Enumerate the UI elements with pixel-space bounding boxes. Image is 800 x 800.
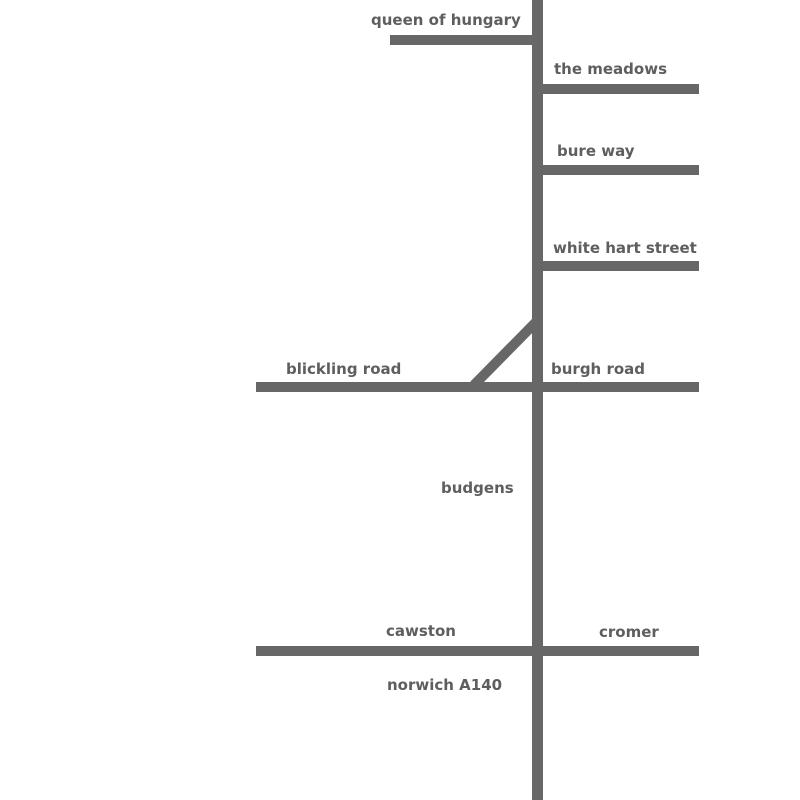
label-burgh-road: burgh road xyxy=(551,360,646,378)
label-cromer: cromer xyxy=(599,623,659,641)
the-meadows-road xyxy=(540,84,699,94)
white-hart-street-road xyxy=(540,261,699,271)
label-white-hart-street: white hart street xyxy=(553,239,697,257)
label-bure-way: bure way xyxy=(557,142,635,160)
label-the-meadows: the meadows xyxy=(554,60,667,78)
label-blickling-road: blickling road xyxy=(286,360,402,378)
queen-of-hungary-road xyxy=(390,35,535,45)
label-cawston: cawston xyxy=(386,622,456,640)
cawston-cromer-road xyxy=(256,646,699,656)
label-budgens: budgens xyxy=(441,479,514,497)
label-norwich: norwich A140 xyxy=(387,676,503,694)
main-road xyxy=(532,0,543,800)
blickling-burgh-road xyxy=(256,382,699,392)
bure-way-road xyxy=(540,165,699,175)
label-queen-of-hungary: queen of hungary xyxy=(371,11,521,29)
